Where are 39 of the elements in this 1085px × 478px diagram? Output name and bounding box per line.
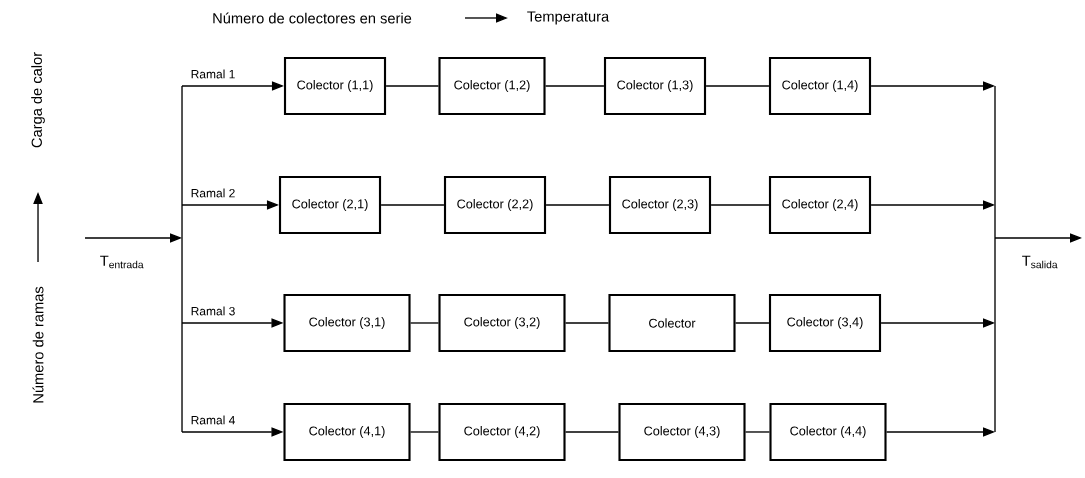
temperature-label: T$_{entrada}$ (100, 255, 144, 269)
connector-line (710, 204, 770, 206)
connector-line (564, 431, 620, 433)
collector-box: Colector (3,4) (768, 293, 882, 353)
collector-box: Colector (2,1) (278, 175, 382, 235)
collector-box: Colector (4,4) (769, 402, 887, 462)
collector-box: Colector (4,3) (618, 402, 746, 462)
axis-label: Número de ramas (32, 286, 44, 403)
connector-line (385, 85, 440, 87)
connector-line (734, 322, 770, 324)
edge-label: Ramal 2 (189, 187, 237, 199)
collector-box: Colector (2,4) (768, 175, 872, 235)
axis-label: Número de colectores en serie (213, 12, 412, 24)
edge-label: Ramal 1 (189, 68, 237, 80)
temperature-label: T$_{salida}$ (1022, 255, 1058, 269)
collector-box: Colector (608, 293, 736, 353)
connector-line (409, 431, 440, 433)
connector-line (705, 85, 770, 87)
connector-line (544, 85, 605, 87)
axis-label: Temperatura (527, 11, 610, 25)
collector-box: Colector (3,1) (283, 293, 411, 353)
collector-box: Colector (4,2) (438, 402, 566, 462)
axis-label: Carga de calor (31, 52, 45, 148)
connector-line (380, 204, 445, 206)
collector-box: Colector (1,3) (603, 56, 707, 116)
collector-box: Colector (2,3) (608, 175, 712, 235)
collector-box: Colector (4,1) (283, 402, 411, 462)
collector-box: Colector (1,4) (768, 56, 872, 116)
edge-label: Ramal 3 (189, 305, 237, 317)
edge-label: Ramal 4 (189, 414, 237, 426)
connector-line (564, 322, 610, 324)
collector-box: Colector (1,2) (438, 56, 546, 116)
collector-box: Colector (1,1) (283, 56, 387, 116)
collector-box: Colector (2,2) (443, 175, 547, 235)
connector-line (744, 431, 771, 433)
arrow (84, 85, 183, 433)
connector-line (545, 204, 610, 206)
connector-line (409, 322, 440, 324)
collector-box: Colector (3,2) (438, 293, 566, 353)
